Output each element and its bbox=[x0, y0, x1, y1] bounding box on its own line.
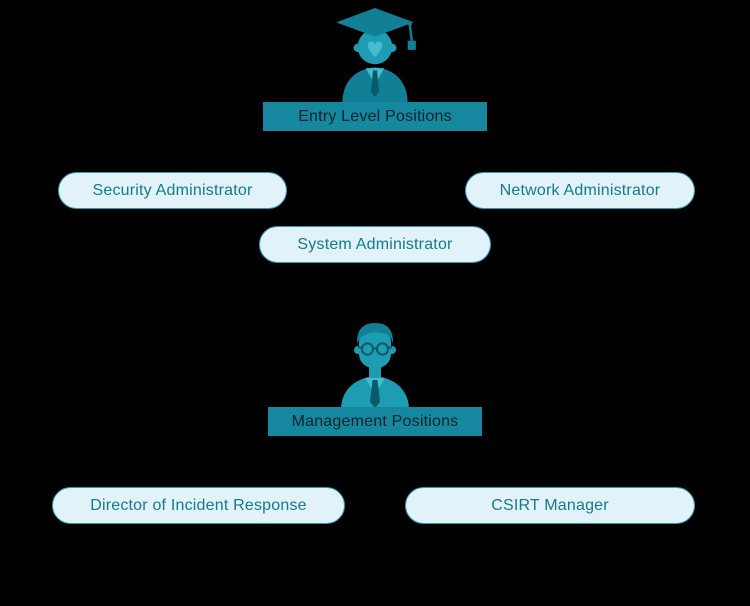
position-network-administrator: Network Administrator bbox=[465, 172, 695, 209]
position-system-administrator: System Administrator bbox=[259, 226, 491, 263]
position-csirt-manager: CSIRT Manager bbox=[405, 487, 695, 524]
position-security-administrator: Security Administrator bbox=[58, 172, 287, 209]
section-title-management: Management Positions bbox=[268, 407, 482, 436]
graduate-icon bbox=[323, 6, 427, 104]
position-director-of-incident-response: Director of Incident Response bbox=[52, 487, 345, 524]
manager-icon bbox=[325, 320, 425, 410]
section-title-entry-level: Entry Level Positions bbox=[263, 102, 487, 131]
